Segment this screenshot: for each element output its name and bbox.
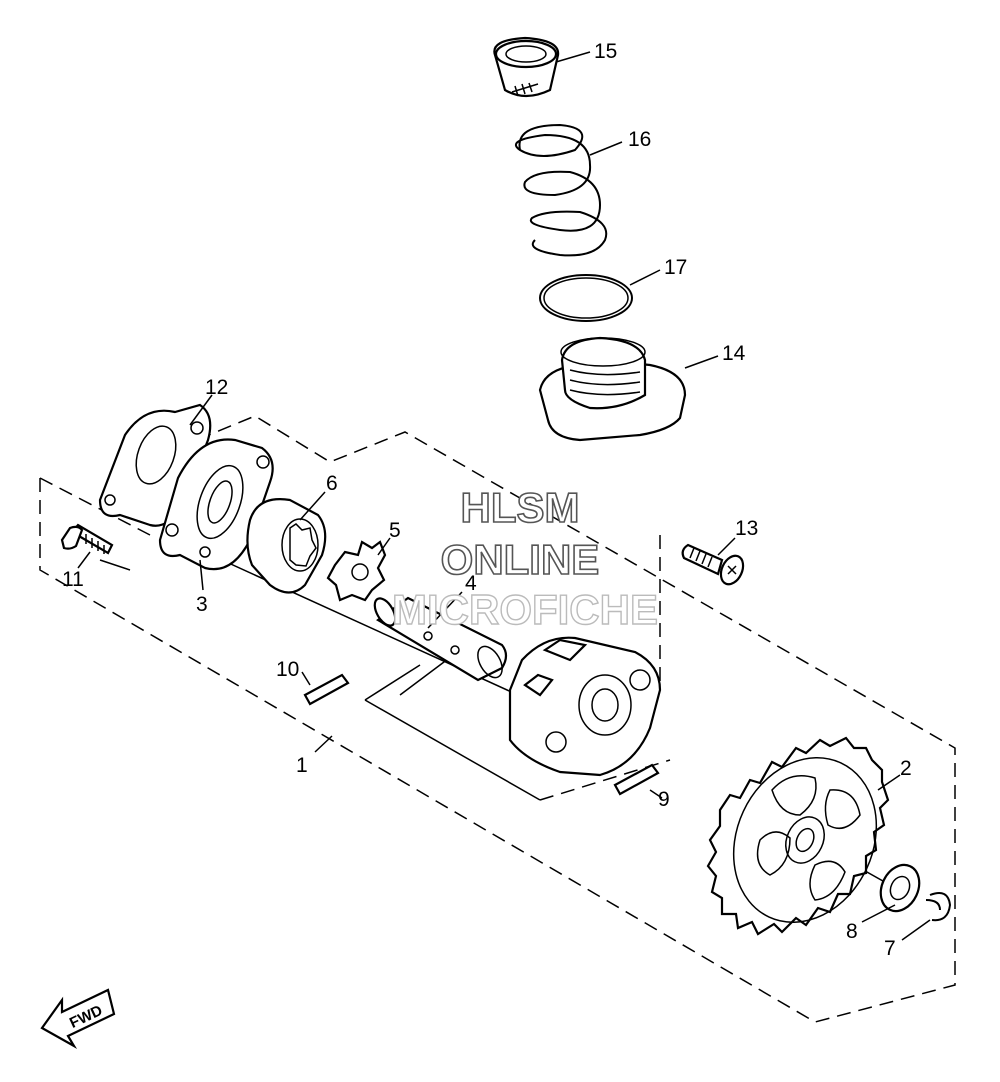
- outer-rotor-part-6: [246, 498, 327, 594]
- callout-8: 8: [846, 920, 858, 943]
- watermark-line-3: MICROFICHE: [392, 586, 658, 633]
- cap-part-15: [493, 36, 560, 98]
- driven-gear-part-2: [706, 736, 890, 936]
- cover-part-3: [158, 438, 274, 571]
- callout-2: 2: [900, 757, 912, 780]
- callout-15: 15: [594, 40, 617, 63]
- inner-rotor-part-5: [326, 540, 387, 602]
- watermark-line-1: HLSM: [461, 484, 580, 531]
- screw-part-13: [681, 543, 745, 586]
- o-ring-part-17: [539, 274, 633, 322]
- callout-16: 16: [628, 128, 651, 151]
- callout-10: 10: [276, 658, 299, 681]
- fwd-direction-badge: FWD: [40, 988, 116, 1049]
- callout-9: 9: [658, 788, 670, 811]
- callout-labels: 15 16 17 14 12 6 5 13 4 11 3 10 1 2 9 8 …: [62, 40, 912, 960]
- callout-14: 14: [722, 342, 746, 365]
- leader-lines: [77, 51, 931, 941]
- callout-3: 3: [196, 593, 208, 616]
- watermark: HLSM ONLINE MICROFICHE: [391, 483, 658, 634]
- pin-part-9: [613, 763, 660, 796]
- pump-body: [508, 636, 662, 777]
- callout-13: 13: [735, 517, 758, 540]
- callout-6: 6: [326, 472, 338, 495]
- shaft-part-4: [373, 596, 508, 682]
- callout-12: 12: [205, 376, 228, 399]
- strainer-part-14: [538, 336, 687, 442]
- fwd-arrow-icon: [40, 988, 116, 1049]
- pin-part-10: [303, 673, 350, 706]
- washer-part-8: [879, 863, 921, 913]
- bolt-part-11: [60, 523, 114, 555]
- circlip-part-7: [925, 892, 952, 922]
- callout-11: 11: [62, 568, 84, 591]
- watermark-line-2: ONLINE: [441, 536, 600, 583]
- callout-1: 1: [296, 754, 308, 777]
- callout-7: 7: [884, 937, 896, 960]
- spring-part-16: [514, 123, 608, 257]
- callout-5: 5: [389, 519, 401, 542]
- callout-4: 4: [465, 572, 477, 595]
- callout-17: 17: [664, 256, 687, 279]
